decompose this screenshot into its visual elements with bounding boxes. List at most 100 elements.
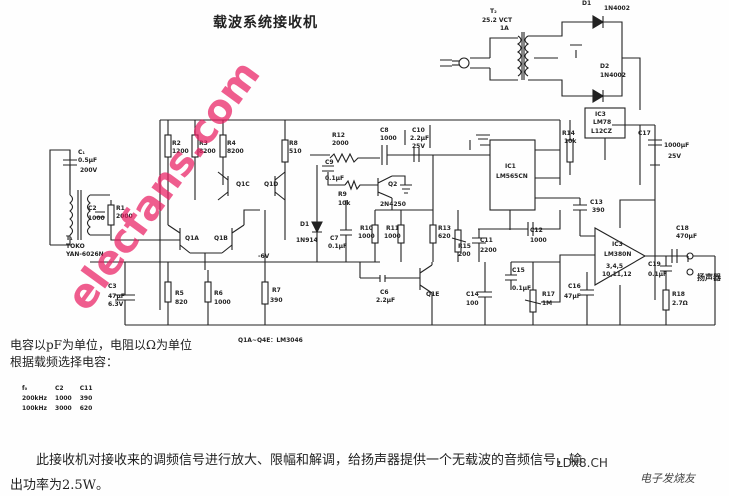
label-r17: R17 bbox=[542, 291, 555, 298]
label-t1: T₁ bbox=[66, 235, 73, 242]
capacitor-c16-icon bbox=[580, 289, 594, 296]
table-cell: 620 bbox=[79, 404, 93, 412]
label-c1: C₁ bbox=[78, 149, 85, 156]
label-q1b: Q1B bbox=[214, 235, 228, 242]
label-c6: C6 bbox=[380, 289, 389, 296]
label-q1-part: Q1A~Q4E：LM3046 bbox=[238, 337, 303, 344]
label-r6-val: 1000 bbox=[214, 299, 231, 306]
label-d2-part: 1N4002 bbox=[600, 72, 626, 79]
label-d1-part: 1N4002 bbox=[604, 5, 630, 12]
overlay-code-text: LDx8.CH bbox=[556, 456, 608, 470]
label-r12-val: 2000 bbox=[332, 140, 349, 147]
label-r8-val: 510 bbox=[289, 148, 302, 155]
label-c7-val: 0.1μF bbox=[328, 243, 347, 250]
ground-rail bbox=[90, 261, 715, 326]
label-r3: R3 bbox=[199, 140, 208, 147]
label-c10-v: 25V bbox=[412, 143, 425, 150]
capacitor-c14-icon bbox=[478, 291, 492, 298]
label-c17-val: 1000μF bbox=[664, 142, 689, 149]
label-r6: R6 bbox=[214, 290, 223, 297]
diode-1n914-icon bbox=[311, 221, 323, 234]
capacitor-c13-icon bbox=[573, 204, 587, 211]
label-r5: R5 bbox=[175, 290, 184, 297]
label-c8: C8 bbox=[380, 127, 389, 134]
capacitor-c6-icon bbox=[379, 275, 386, 282]
label-c11-val: 2200 bbox=[480, 247, 497, 254]
table-header-cell: C11 bbox=[79, 384, 93, 392]
label-c13-val: 390 bbox=[592, 207, 605, 214]
label-q2: Q2 bbox=[388, 181, 397, 188]
diode-d1-icon bbox=[592, 15, 605, 29]
label-r3-val: 8200 bbox=[199, 148, 216, 155]
label-c1-val: 0.5μF bbox=[78, 157, 97, 164]
label-ic3: IC3 bbox=[612, 241, 623, 248]
label-d1: D1 bbox=[582, 0, 591, 7]
label-r7: R7 bbox=[272, 287, 281, 294]
label-t2-spec: 25.2 VCT bbox=[482, 17, 513, 24]
label-r5-val: 820 bbox=[175, 299, 188, 306]
label-c12: C12 bbox=[530, 227, 543, 234]
table-header-cell: f₀ bbox=[22, 384, 28, 392]
label-r14-val: 10k bbox=[564, 138, 577, 145]
label-c8-val: 1000 bbox=[380, 135, 397, 142]
label-q1d: Q1D bbox=[264, 181, 278, 188]
description-line-2: 出功率为2.5W。 bbox=[10, 478, 110, 493]
ic3-amplifier-triangle bbox=[594, 227, 647, 286]
ic1-pll-box bbox=[489, 139, 536, 211]
table-cell: 100kHz bbox=[22, 404, 48, 412]
label-c1-v: 200V bbox=[80, 167, 98, 174]
capacitor-c8-icon bbox=[381, 145, 388, 165]
label-r17-val: 1M bbox=[542, 300, 552, 307]
resistor-r12-icon bbox=[329, 152, 380, 164]
label-c10: C10 bbox=[412, 127, 425, 134]
label-c7: C7 bbox=[330, 235, 339, 242]
label-d1-diode-part: 1N914 bbox=[296, 237, 318, 244]
resistor-r7-icon bbox=[261, 281, 269, 305]
label-c14-val: 100 bbox=[466, 300, 479, 307]
label-d1-diode: D1 bbox=[300, 221, 309, 228]
label-r4-val: 8200 bbox=[227, 148, 244, 155]
table-cell: 3000 bbox=[55, 404, 72, 412]
label-r11-val: 1000 bbox=[384, 233, 401, 240]
label-ic1: IC1 bbox=[505, 163, 516, 170]
label-r8: R8 bbox=[289, 140, 298, 147]
label-t1-part: YAN-6026N bbox=[65, 251, 104, 258]
label-r2: R2 bbox=[172, 140, 181, 147]
capacitor-c18-icon bbox=[671, 249, 678, 263]
note-units: 电容以pF为单位，电阻以Ω为单位 bbox=[10, 338, 192, 352]
label-c3-v: 6.3V bbox=[108, 301, 124, 308]
label-c12-val: 1000 bbox=[530, 237, 547, 244]
capacitor-c15-icon bbox=[505, 274, 517, 281]
label-r14: R14 bbox=[562, 130, 575, 137]
resistor-r18-icon bbox=[662, 289, 670, 311]
label-r9: R9 bbox=[338, 191, 347, 198]
label-ic3-top-part: LM78 bbox=[593, 119, 611, 126]
ground-icon bbox=[476, 134, 490, 140]
resistor-r6-icon bbox=[204, 281, 212, 303]
resistor-r8-icon bbox=[281, 139, 289, 163]
diode-d2-icon bbox=[592, 89, 605, 103]
table-row: 100kHz 3000 620 bbox=[18, 403, 97, 413]
capacitor-table: f₀ C2 C11 200kHz 1000 390 100kHz 3000 62… bbox=[18, 383, 97, 413]
transformer-t2 bbox=[470, 21, 576, 97]
label-c16: C16 bbox=[568, 283, 581, 290]
label-c9: C9 bbox=[325, 159, 334, 166]
label-c14: C14 bbox=[466, 291, 479, 298]
table-row: 200kHz 1000 390 bbox=[18, 393, 97, 403]
label-r9-val: 10k bbox=[338, 200, 351, 207]
label-ic3-part: LM380N bbox=[604, 251, 631, 258]
label-c17-v: 25V bbox=[668, 153, 681, 160]
label-r15-val: 200 bbox=[458, 251, 471, 258]
capacitor-c9-icon bbox=[322, 165, 334, 172]
site-logo: 电子发烧友 bbox=[640, 472, 695, 485]
supply-rail bbox=[159, 119, 561, 310]
table-cell: 200kHz bbox=[22, 394, 48, 402]
label-c15: C15 bbox=[512, 267, 525, 274]
label-r2-val: 1200 bbox=[172, 148, 189, 155]
table-cell: 390 bbox=[79, 394, 93, 402]
speaker-terminal-icon bbox=[686, 268, 694, 276]
label-c19: C19 bbox=[648, 261, 661, 268]
diagram-title: 载波系统接收机 bbox=[213, 15, 318, 31]
label-c3-val: 47μF bbox=[108, 293, 125, 300]
